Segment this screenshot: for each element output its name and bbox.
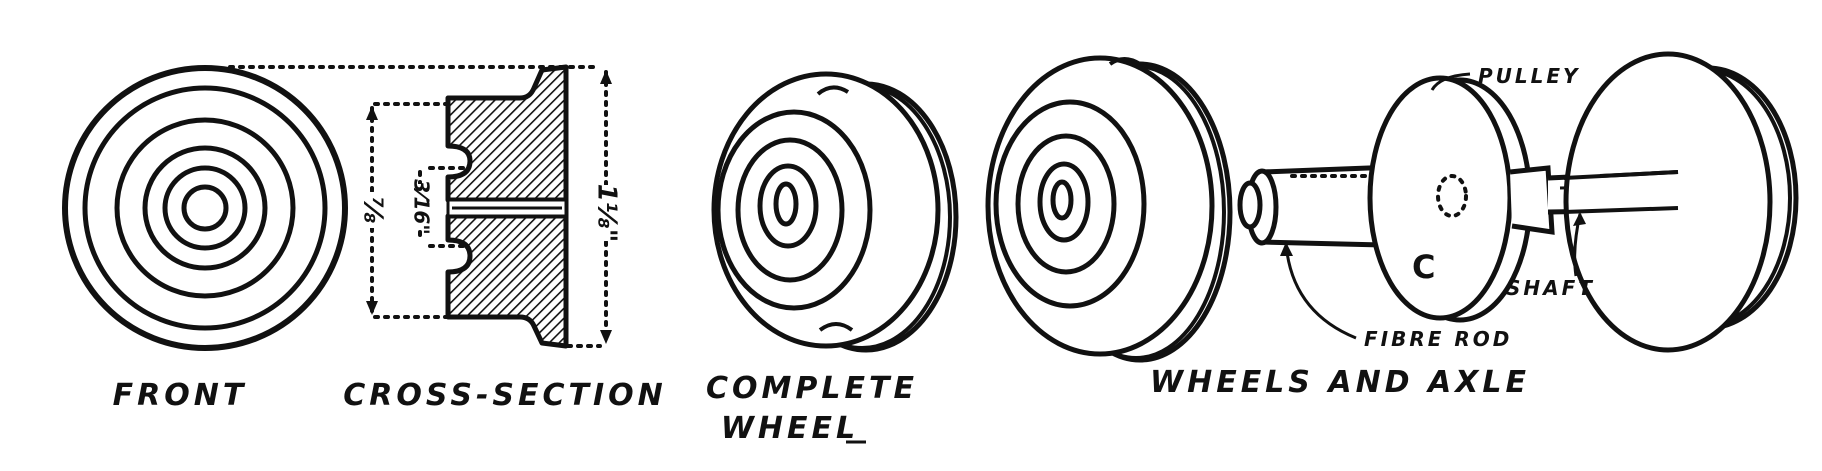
overall-label-bg	[590, 185, 622, 241]
front-groove-ring	[114, 117, 296, 299]
shaft-collar	[1509, 165, 1555, 235]
overall-arrow-top	[600, 70, 612, 84]
hatched-wheel-section	[445, 64, 569, 349]
right-wheel-face	[1563, 51, 1773, 353]
left-wheel-boss	[1037, 161, 1091, 243]
overall-dimension-label: 1⅛"	[592, 184, 622, 243]
caption-wheels-and-axle: WHEELS AND AXLE	[1150, 365, 1530, 400]
complete-wheel-view	[711, 71, 959, 353]
fibre-rod-callout-arrow	[1280, 242, 1293, 256]
bore-arrow-bottom	[366, 301, 378, 315]
shaft-top-edge	[1563, 170, 1679, 180]
left-wheel-top-notch	[1108, 57, 1142, 66]
shaft-bottom-edge	[1563, 206, 1679, 214]
cross-section-view: 1⅛" ⅞ 3⁄16"	[228, 64, 622, 349]
pulley-hidden-bore	[1436, 174, 1468, 218]
pulley-callout-line	[1430, 72, 1471, 91]
complete-wheel-face	[711, 71, 941, 349]
small-label-bg	[404, 184, 436, 230]
complete-wheel-groove	[715, 109, 873, 311]
complete-wheel-boss	[757, 163, 819, 249]
caption-complete-line2: WHEEL	[721, 411, 859, 446]
shaft-callout-arrow	[1573, 212, 1586, 226]
left-wheel-groove	[993, 99, 1147, 309]
complete-wheel-hub	[735, 137, 845, 283]
c-label: C	[1412, 248, 1435, 286]
front-boss-ring	[162, 165, 248, 251]
pulley-label: PULLEY	[1478, 64, 1581, 88]
caption-complete-line1: COMPLETE	[706, 371, 918, 406]
bore-arrow-top	[366, 106, 378, 120]
complete-wheel-top-notch	[816, 85, 850, 96]
left-wheel-face	[985, 55, 1215, 357]
caption-cross-section: CROSS-SECTION	[343, 378, 667, 413]
left-wheel-hub	[1015, 133, 1117, 275]
wheels-and-axle-view: PULLEY C SHAFT FIBRE ROD	[985, 51, 1799, 363]
front-hub-ring	[142, 145, 268, 271]
bore-label-bg	[358, 192, 386, 228]
front-view	[62, 65, 348, 351]
front-bore-hole	[181, 184, 229, 232]
front-outer-ring	[62, 65, 348, 351]
fibre-rod-label: FIBRE ROD	[1364, 327, 1512, 351]
left-wheel-bore	[1050, 179, 1074, 221]
small-dimension-label: 3⁄16"	[410, 179, 434, 235]
caption-front: FRONT	[113, 378, 248, 413]
fibre-rod-callout-line	[1284, 243, 1357, 340]
complete-wheel-bore	[773, 181, 799, 227]
overall-arrow-bottom	[600, 330, 612, 344]
complete-wheel-bottom-notch	[818, 322, 854, 332]
shaft-label: SHAFT	[1506, 276, 1595, 300]
fibre-rod-stub	[1237, 180, 1263, 230]
bore-dimension-label: ⅞	[358, 197, 388, 224]
front-rim-ring	[82, 85, 328, 331]
